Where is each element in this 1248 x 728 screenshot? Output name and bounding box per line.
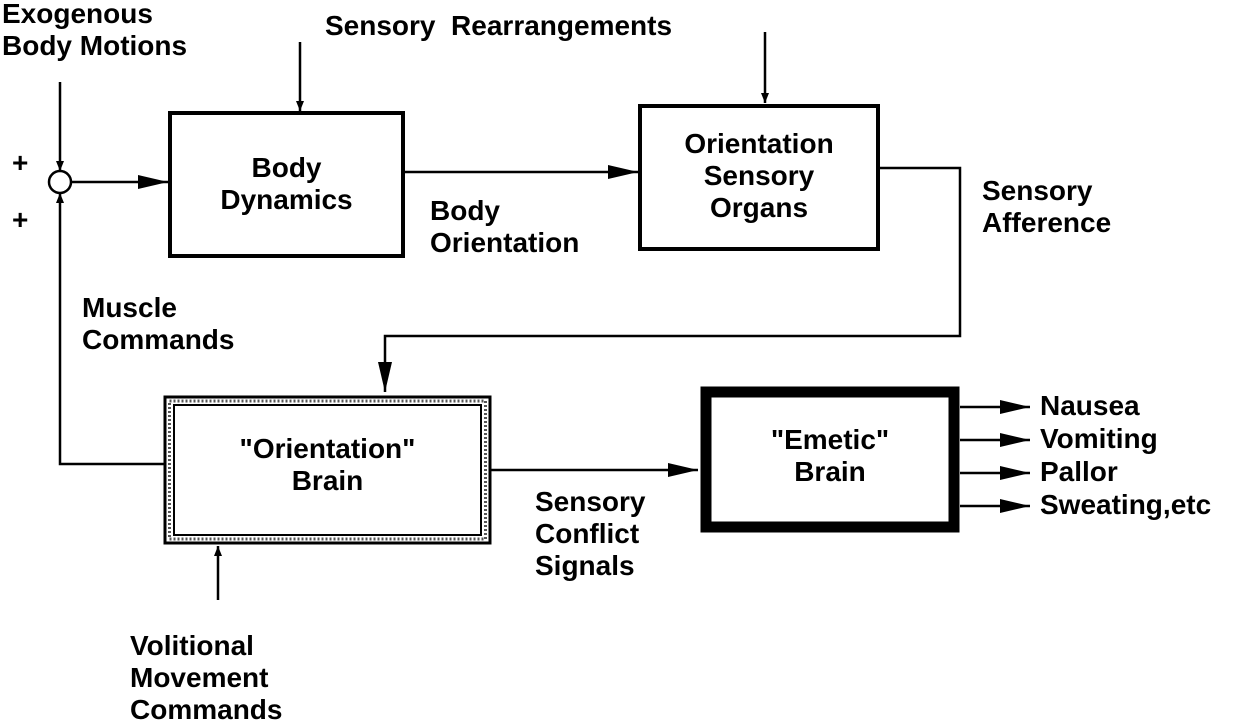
orientation-brain-label: "Orientation" Brain (165, 433, 490, 497)
sensory-rearrangements-label: Sensory Rearrangements (325, 10, 673, 41)
orientation-brain-line-2: Brain (291, 465, 364, 496)
orientation-brain-dotted-band (168, 399, 487, 541)
volitional-label-line-1: Volitional (130, 630, 254, 661)
output-nausea-label: Nausea (1040, 390, 1140, 421)
body-orientation-line-1: Body (430, 195, 500, 226)
conflict-signals-line-2: Conflict (535, 518, 640, 549)
conflict-signals-line-3: Signals (535, 550, 635, 581)
muscle-commands-line-1: Muscle (82, 292, 177, 323)
volitional-label-line-2: Movement (130, 662, 269, 693)
emetic-brain-block (700, 386, 960, 533)
plus-sign-bottom: + (12, 204, 29, 235)
orientation-organs-block (638, 104, 880, 251)
volitional-label-line-3: Commands (130, 694, 283, 725)
emetic-brain-label: "Emetic" Brain (706, 424, 954, 488)
emetic-brain-line-1: "Emetic" (770, 424, 890, 455)
body-orientation-line-2: Orientation (430, 227, 580, 258)
body-dynamics-line-1: Body (251, 152, 322, 183)
orientation-brain-line-1: "Orientation" (239, 433, 416, 464)
orientation-organs-line-3: Organs (709, 192, 809, 223)
exogenous-motions-label: Exogenous Body Motions (2, 0, 187, 62)
sensory-afference-line-1: Sensory (982, 175, 1093, 206)
body-dynamics-line-2: Dynamics (220, 184, 353, 215)
exogenous-label-line-2: Body Motions (2, 30, 188, 61)
volitional-commands-label: Volitional Movement Commands (130, 630, 282, 726)
muscle-commands-label: Muscle Commands (82, 292, 234, 356)
output-vomiting-label: Vomiting (1040, 423, 1158, 454)
orientation-organs-line-2: Sensory (703, 160, 815, 191)
sensory-conflict-signals-label: Sensory Conflict Signals (535, 486, 646, 582)
muscle-commands-line-2: Commands (82, 324, 235, 355)
body-orientation-label: Body Orientation (430, 195, 579, 259)
output-pallor-label: Pallor (1040, 456, 1118, 487)
orientation-organs-label: Orientation Sensory Organs (640, 128, 878, 224)
plus-sign-top: + (12, 147, 29, 178)
summing-junction (47, 169, 73, 195)
body-dynamics-block (168, 111, 405, 258)
body-dynamics-label: Body Dynamics (170, 152, 403, 216)
emetic-brain-line-2: Brain (794, 456, 866, 487)
exogenous-label-line-1: Exogenous (2, 0, 153, 29)
sensory-afference-label: Sensory Afference (982, 175, 1111, 239)
orientation-brain-inner-border (173, 404, 482, 536)
orientation-organs-line-1: Orientation (684, 128, 834, 159)
output-sweating-label: Sweating,etc (1040, 489, 1212, 520)
sensory-afference-path (378, 166, 962, 392)
conflict-signals-line-1: Sensory (535, 486, 646, 517)
muscle-commands-path (56, 193, 165, 466)
sensory-afference-line-2: Afference (982, 207, 1112, 238)
